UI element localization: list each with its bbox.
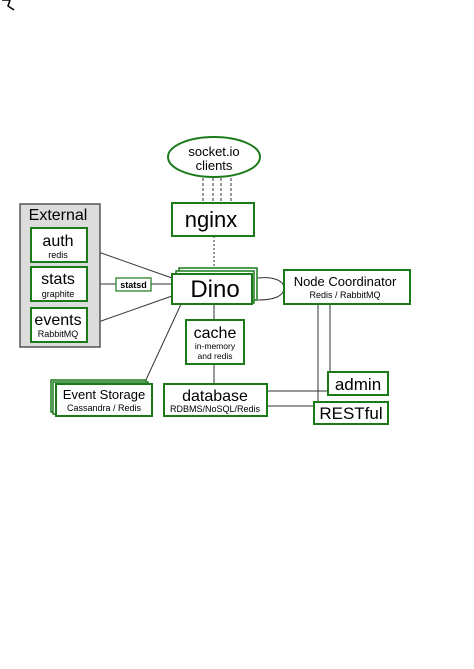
nginx-node: nginx xyxy=(171,202,255,237)
statsd-box xyxy=(115,277,152,292)
statsd-node: statsd xyxy=(115,277,152,292)
events-subtitle: RabbitMQ xyxy=(38,329,79,339)
stats-title: stats xyxy=(41,271,75,288)
admin-box xyxy=(327,371,389,396)
events-box xyxy=(30,307,88,343)
event-storage-title: Event Storage xyxy=(63,387,145,402)
database-box xyxy=(163,383,268,417)
dino-node: Dino xyxy=(171,267,258,305)
stats-box xyxy=(30,266,88,302)
auth-title: auth xyxy=(42,233,73,250)
stats-node: stats graphite xyxy=(30,266,88,302)
corner-mark xyxy=(2,0,15,11)
external-title: External xyxy=(29,207,88,224)
dino-title: Dino xyxy=(190,276,239,303)
events-node: events RabbitMQ xyxy=(30,307,88,343)
restful-title: RESTful xyxy=(319,404,382,423)
auth-subtitle: redis xyxy=(48,250,68,260)
cache-subtitle-line-2: and redis xyxy=(198,351,233,361)
stats-subtitle: graphite xyxy=(42,289,75,299)
clients-node: socket.io clients xyxy=(167,136,261,178)
coordinator-title: Node Coordinator xyxy=(294,274,397,289)
event-storage-box xyxy=(55,383,153,417)
admin-title: admin xyxy=(335,375,381,394)
coordinator-box xyxy=(283,269,411,305)
cache-subtitle-line-1: in-memory xyxy=(195,341,236,351)
event-storage-node: Event Storage Cassandra / Redis xyxy=(50,379,153,417)
coordinator-subtitle: Redis / RabbitMQ xyxy=(309,290,380,300)
events-title: events xyxy=(34,312,81,329)
clients-title: socket.io xyxy=(188,144,239,159)
restful-box xyxy=(313,401,389,425)
event-storage-subtitle: Cassandra / Redis xyxy=(67,403,142,413)
connector-auth-dino xyxy=(86,247,173,279)
auth-box xyxy=(30,227,88,263)
nginx-title: nginx xyxy=(185,207,238,232)
cache-title: cache xyxy=(194,325,237,342)
dino-box xyxy=(171,273,253,305)
nginx-box xyxy=(171,202,255,237)
clients-ellipse xyxy=(167,136,261,178)
connector-dino-event-storage xyxy=(144,301,183,383)
connectors xyxy=(86,178,331,407)
coordinator-node: Node Coordinator Redis / RabbitMQ xyxy=(283,269,411,305)
external-group: External auth redis stats graphite event… xyxy=(19,203,101,348)
clients-subtitle: clients xyxy=(196,158,233,173)
admin-node: admin xyxy=(327,371,389,396)
cache-box xyxy=(185,319,245,365)
connector-events-dino xyxy=(86,295,173,327)
statsd-title: statsd xyxy=(120,280,147,290)
cache-node: cache in-memory and redis xyxy=(185,319,245,365)
database-title: database xyxy=(182,388,248,405)
connector-dino-coordinator xyxy=(257,277,285,301)
auth-node: auth redis xyxy=(30,227,88,263)
restful-node: RESTful xyxy=(313,401,389,425)
database-node: database RDBMS/NoSQL/Redis xyxy=(163,383,268,417)
database-subtitle: RDBMS/NoSQL/Redis xyxy=(170,404,261,414)
